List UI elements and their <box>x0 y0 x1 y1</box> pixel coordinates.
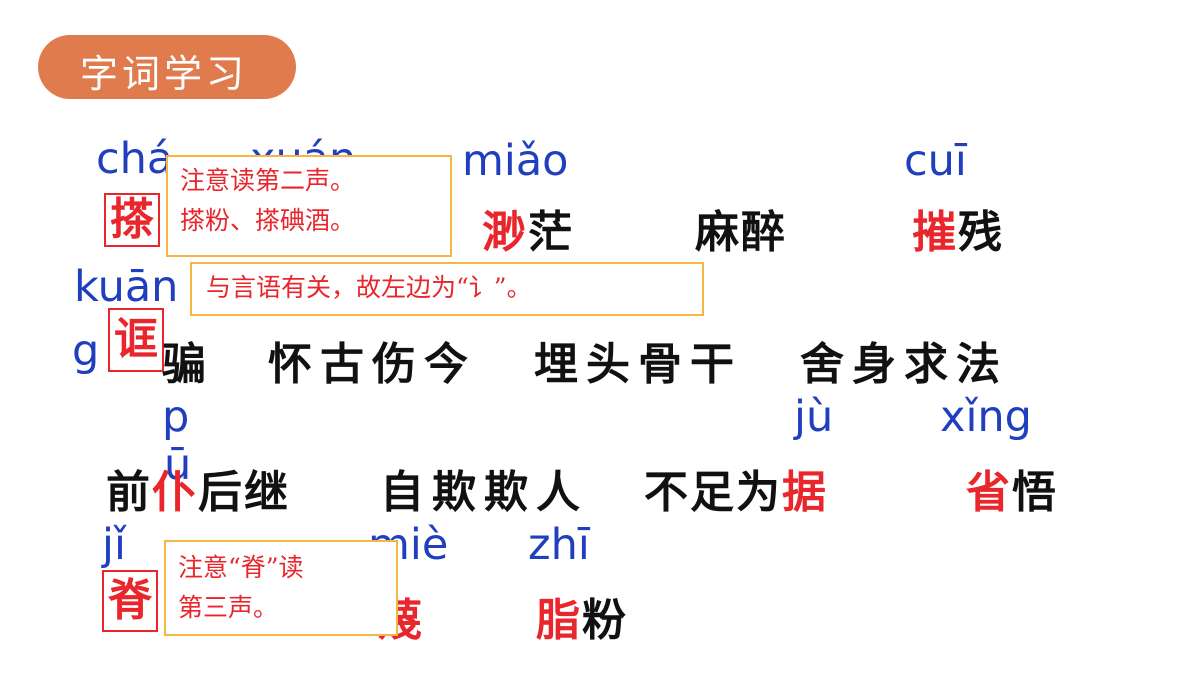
word-ziqiqiren: 自欺欺人 <box>380 467 588 518</box>
pinyin-miao: miǎo <box>462 136 569 186</box>
chars-buzuwei: 不足为 <box>644 467 782 518</box>
note-kuang: 与言语有关，故左边为“讠”。 <box>190 262 704 316</box>
note-ji-line1: 注意“脊”读 <box>178 553 304 582</box>
note-ji-line2: 第三声。 <box>178 593 279 622</box>
pinyin-pu-b: ū <box>164 440 192 490</box>
note-cha-line1: 注意读第二声。 <box>180 166 356 195</box>
word-maitougugan: 埋头骨干 <box>534 339 742 390</box>
char-xing: 省 <box>966 467 1012 518</box>
note-ji: 注意“脊”读 第三声。 <box>164 540 398 636</box>
char-ju: 据 <box>782 467 828 518</box>
pinyin-pu-a: p <box>162 392 190 442</box>
word-miaomang: 渺茫 <box>482 196 574 260</box>
char-ji-boxed: 脊 <box>102 570 158 632</box>
section-title-pill: 字词学习 <box>38 35 296 99</box>
char-wu: 悟 <box>1012 467 1058 518</box>
word-cuican: 摧残 <box>912 196 1004 260</box>
pinyin-ji: jǐ <box>102 520 126 570</box>
char-can: 残 <box>958 207 1004 258</box>
char-mang: 茫 <box>528 207 574 258</box>
word-zhifen: 脂粉 <box>536 584 628 648</box>
word-qianpuhouji: 前仆后继 <box>106 456 290 520</box>
word-mazui: 麻醉 <box>695 207 787 258</box>
word-sheshenqiufa: 舍身求法 <box>800 339 1008 390</box>
pinyin-kuang-a: kuān <box>74 262 179 312</box>
word-xingwu: 省悟 <box>966 456 1058 520</box>
char-pian: 骗 <box>162 339 208 390</box>
note-cha: 注意读第二声。 搽粉、搽碘酒。 <box>166 155 452 257</box>
word-huaigushangjin: 怀古伤今 <box>268 339 476 390</box>
char-miao: 渺 <box>482 207 528 258</box>
note-cha-line2: 搽粉、搽碘酒。 <box>180 206 356 235</box>
char-qian: 前 <box>106 467 152 518</box>
char-houji: 后继 <box>198 467 290 518</box>
pinyin-xing: xǐng <box>940 392 1032 442</box>
pinyin-cui: cuī <box>904 136 967 186</box>
char-cha-boxed: 搽 <box>104 193 160 247</box>
char-kuang-boxed: 诓 <box>108 308 164 372</box>
pinyin-ju: jù <box>794 392 834 442</box>
char-zhi: 脂 <box>536 595 582 646</box>
char-cui: 摧 <box>912 207 958 258</box>
char-fen: 粉 <box>582 595 628 646</box>
pinyin-kuang-b: g <box>72 326 100 376</box>
section-title: 字词学习 <box>80 52 249 96</box>
char-pu: 仆 <box>152 467 198 518</box>
word-buzuweiju: 不足为据 <box>644 456 828 520</box>
pinyin-cha: chá <box>96 134 174 184</box>
pinyin-zhi: zhī <box>528 520 590 570</box>
